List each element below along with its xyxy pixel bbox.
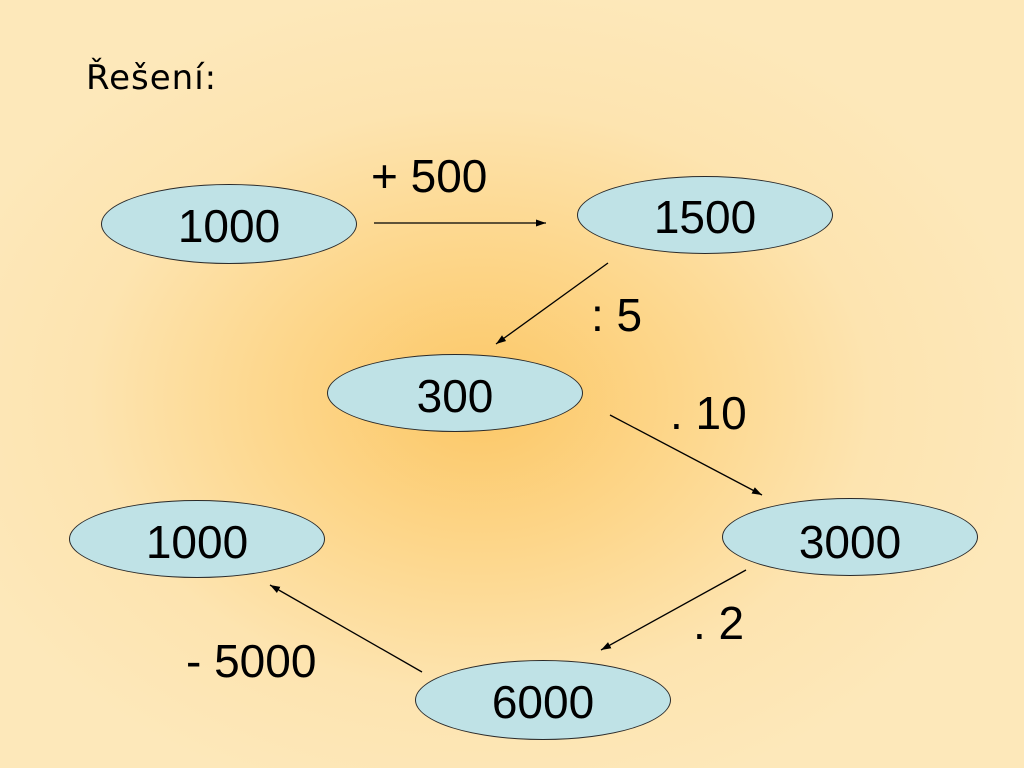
operation-plus-500: + 500 bbox=[371, 150, 488, 202]
node-1000-end: 1000 bbox=[69, 500, 325, 578]
operation-minus-5000: - 5000 bbox=[186, 635, 317, 687]
node-3000: 3000 bbox=[722, 498, 978, 576]
arrow-1500-to-300 bbox=[495, 262, 609, 345]
arrow-300-to-3000 bbox=[609, 414, 763, 496]
slide-title: Řešení: bbox=[86, 58, 218, 98]
node-300: 300 bbox=[327, 354, 583, 432]
node-value: 300 bbox=[416, 370, 494, 422]
node-1000-start: 1000 bbox=[101, 184, 357, 264]
node-value: 6000 bbox=[491, 676, 595, 728]
node-6000: 6000 bbox=[415, 660, 671, 740]
node-value: 1000 bbox=[177, 200, 281, 252]
node-1500: 1500 bbox=[577, 176, 833, 254]
node-value: 1500 bbox=[653, 191, 757, 243]
arrow-6000-to-1000 bbox=[269, 584, 423, 673]
operation-divide-5: : 5 bbox=[591, 289, 643, 341]
operation-times-2: . 2 bbox=[693, 597, 745, 649]
arrow-3000-to-6000 bbox=[600, 569, 747, 651]
node-value: 3000 bbox=[798, 516, 902, 568]
operation-times-10: . 10 bbox=[670, 387, 747, 439]
node-value: 1000 bbox=[145, 516, 249, 568]
